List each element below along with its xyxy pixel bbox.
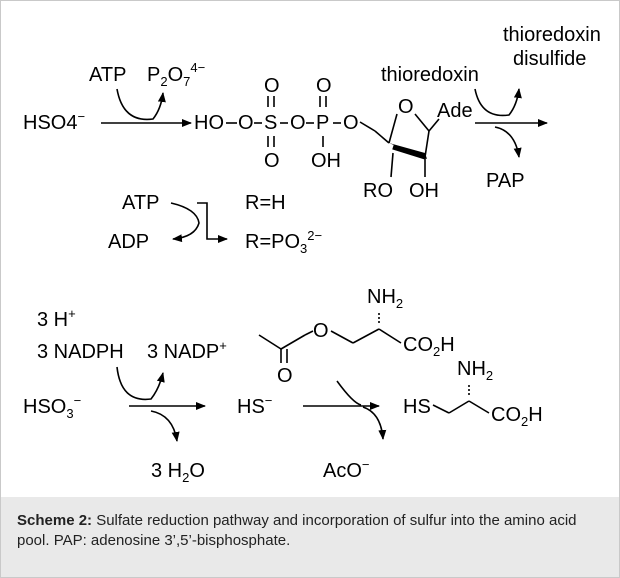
thioredoxin-label: thioredoxin [381,64,479,86]
cofactor-arrow-2-out [494,126,522,158]
atp-adp-arrow [170,202,200,243]
sulfide-label: HS− [237,393,272,418]
svg-text:O: O [277,365,293,387]
svg-text:O: O [398,96,414,118]
sulfite-label: HSO3− [23,393,81,421]
adp-label: ADP [108,231,149,253]
oas-amine-label: NH2 [367,286,403,311]
water-label: 3 H2O [151,460,205,485]
nadph-label: 3 NADPH [37,341,124,363]
cys-amine-label: NH2 [457,358,493,383]
o-acetylserine-molecule: O O NH2 CO2H [258,286,455,387]
cofactor-arrow-4-out [362,406,387,440]
svg-text:O: O [264,75,280,97]
reaction-scheme: HSO4− ATP P2O74− HO O S O O O P O OH O O… [23,24,601,485]
cofactor-arrow-1 [116,88,166,121]
svg-text:O: O [238,112,254,134]
svg-text:O: O [313,320,329,342]
figure-caption: Scheme 2: Sulfate reduction pathway and … [1,497,619,577]
cofactor-arrow-3-in [116,366,165,401]
caption-label: Scheme 2: [17,512,93,529]
oas-carboxyl-label: CO2H [403,334,455,359]
svg-text:HO: HO [194,112,224,134]
nadp-label: 3 NADP+ [147,338,227,363]
svg-text:O: O [264,150,280,172]
svg-text:OH: OH [311,150,341,172]
cys-carboxyl-label: CO2H [491,404,543,429]
svg-text:O: O [316,75,332,97]
svg-text:O: O [290,112,306,134]
svg-text:HS: HS [403,396,431,418]
thioredoxin-disulfide-line2: disulfide [513,48,586,70]
svg-text:Ade: Ade [437,100,473,122]
aps-molecule: HO O S O O O P O OH O O Ade RO OH [194,75,473,202]
sulfate-label: HSO4− [23,109,85,134]
cysteine-molecule: HS NH2 CO2H [403,358,543,429]
r-po3-label: R=PO32− [245,228,322,256]
pyrophosphate-label: P2O74− [147,60,205,89]
r-h-label: R=H [245,192,286,214]
svg-text:OH: OH [409,180,439,202]
acetate-label: AcO− [323,457,370,482]
cofactor-arrow-3-out [150,410,180,442]
r-switch-arrow [197,202,228,243]
svg-text:RO: RO [363,180,393,202]
svg-text:P: P [316,112,329,134]
caption-text: Sulfate reduction pathway and incorporat… [17,512,577,549]
svg-text:O: O [343,112,359,134]
thioredoxin-disulfide-line1: thioredoxin [503,24,601,46]
cofactor-arrow-4-in [336,380,362,406]
atp-label-1: ATP [89,64,126,86]
atp-label-2: ATP [122,192,159,214]
pap-label: PAP [486,170,525,192]
proton-label: 3 H+ [37,306,76,331]
cofactor-arrow-2-in [474,88,522,117]
svg-text:S: S [264,112,277,134]
